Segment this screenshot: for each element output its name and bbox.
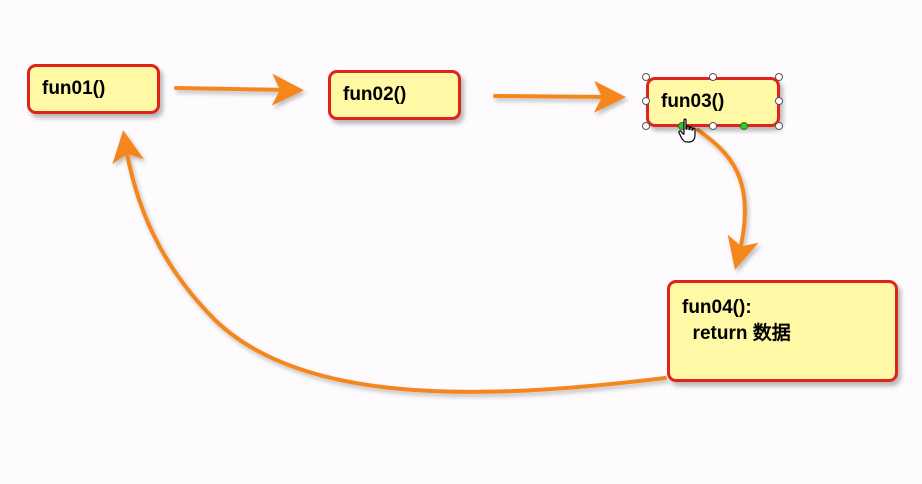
selection-handle-icon[interactable] (775, 122, 783, 130)
arrow-fun04-to-fun01 (112, 130, 667, 394)
node-fun01[interactable]: fun01() (27, 64, 160, 114)
node-fun02[interactable]: fun02() (328, 70, 461, 120)
node-fun03-label: fun03() (661, 91, 725, 112)
node-fun02-label: fun02() (343, 84, 407, 105)
selection-handle-icon[interactable] (642, 122, 650, 130)
selection-handle-icon[interactable] (709, 122, 717, 130)
selection-handle-icon[interactable] (709, 73, 717, 81)
node-fun04-label: fun04(): return 数据 (682, 295, 791, 347)
hand-pointer-icon (678, 118, 696, 143)
connection-point-icon[interactable] (740, 122, 748, 130)
selection-handle-icon[interactable] (775, 97, 783, 105)
selection-handle-icon[interactable] (642, 97, 650, 105)
node-fun04-line2: return 数据 (682, 323, 791, 344)
node-fun01-label: fun01() (42, 78, 106, 99)
node-fun04[interactable]: fun04(): return 数据 (667, 280, 898, 382)
arrow-fun02-to-fun03 (493, 80, 626, 113)
node-fun04-line1: fun04(): (682, 297, 752, 318)
selection-handle-icon[interactable] (775, 73, 783, 81)
selection-handle-icon[interactable] (642, 73, 650, 81)
arrow-fun01-to-fun02 (174, 73, 304, 106)
node-fun03[interactable]: fun03() (646, 77, 780, 127)
arrow-fun03-to-fun04 (696, 128, 759, 270)
